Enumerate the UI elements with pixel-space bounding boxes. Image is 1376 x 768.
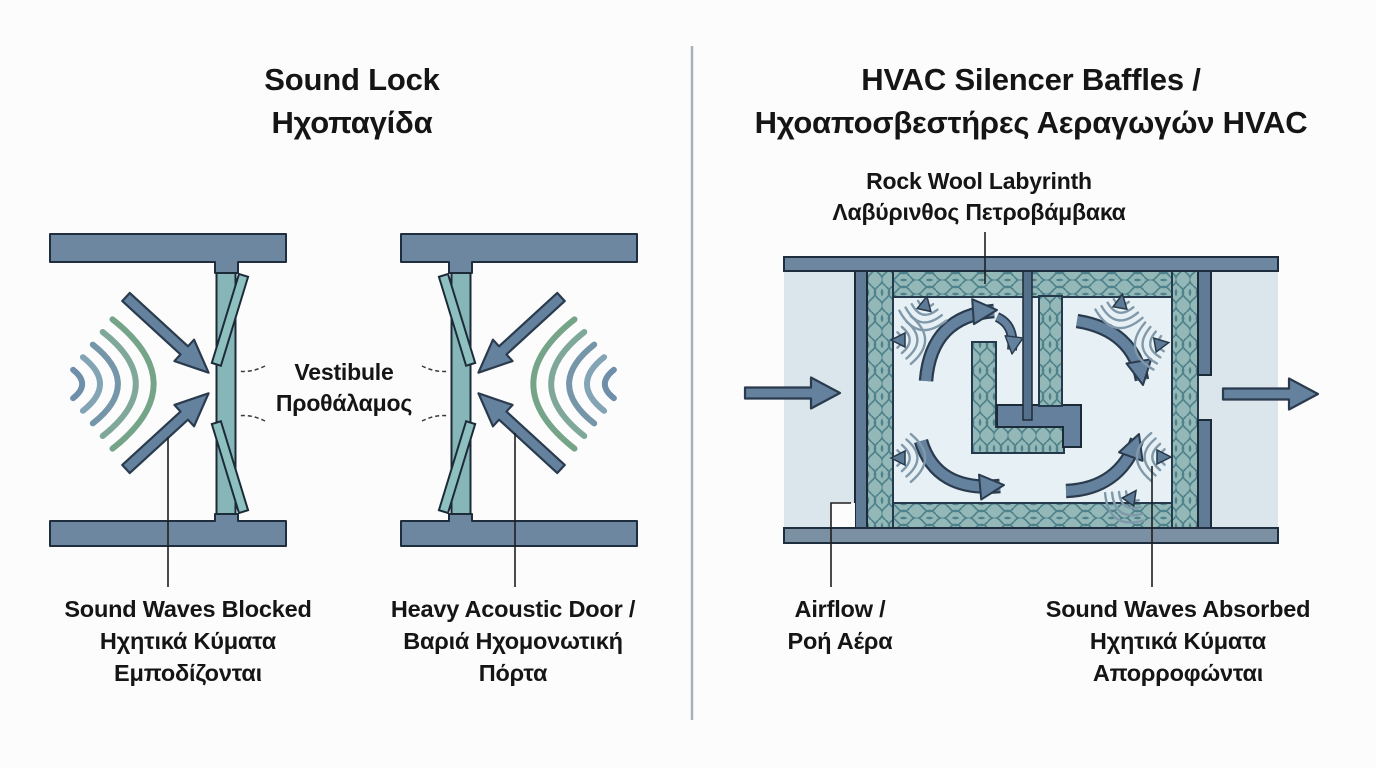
duct-left-wall: [854, 270, 868, 530]
right-title-line2: Ηχοαποσβεστήρες Αεραγωγών HVAC: [754, 105, 1308, 140]
right-title-line1: HVAC Silencer Baffles /: [861, 62, 1201, 97]
duct-right-wall-upper: [1197, 270, 1212, 376]
sound-waves-absorbed-label: Sound Waves Absorbed Ηχητικά Κύματα Απορ…: [1045, 596, 1311, 686]
insulation-right-column: [1171, 270, 1199, 530]
callout-lines: [167, 433, 516, 587]
baffle-plate: [996, 404, 1082, 448]
duct-top-plate: [783, 256, 1279, 272]
baffle-hanging-rod: [1022, 270, 1033, 421]
hvac-duct-diagram: [743, 232, 1320, 587]
sound-waves-blocked-label: Sound Waves Blocked Ηχητικά Κύματα Εμποδ…: [64, 596, 312, 686]
callout-lines: [830, 232, 1153, 587]
airflow-callout-notch: [831, 503, 855, 529]
labyrinth-baffles: [971, 270, 1082, 454]
left-panel-title: Sound Lock Ηχοπαγίδα: [264, 58, 440, 144]
right-panel-title: HVAC Silencer Baffles / Ηχοαποσβεστήρες …: [755, 58, 1308, 144]
duct-right-wall-lower: [1197, 419, 1212, 531]
rock-wool-labyrinth-label: Rock Wool Labyrinth Λαβύρινθος Πετροβάμβ…: [832, 168, 1126, 225]
vestibule-label: Vestibule Προθάλαμος: [275, 359, 413, 416]
insulation-left-column: [866, 270, 894, 530]
left-title-line1: Sound Lock: [264, 62, 440, 97]
airflow-label: Airflow / Ροή Αέρα: [787, 596, 893, 654]
callout-line-airflow: [830, 502, 851, 587]
duct-bottom-plate: [783, 527, 1279, 544]
heavy-acoustic-door-label: Heavy Acoustic Door / Βαριά Ηχομονωτική …: [390, 596, 636, 686]
left-title-line2: Ηχοπαγίδα: [271, 105, 433, 140]
sound-lock-diagram: [50, 234, 637, 587]
baffle-hanging-insulation: [1038, 295, 1063, 407]
